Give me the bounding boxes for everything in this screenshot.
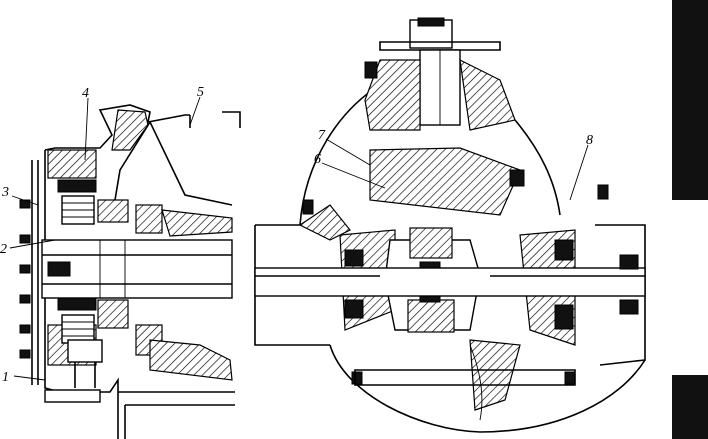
callout-3: 3 xyxy=(1,185,9,200)
scan-edge-strip xyxy=(672,0,708,439)
callout-4: 4 xyxy=(82,86,89,101)
callout-1: 1 xyxy=(2,370,9,385)
callout-8: 8 xyxy=(586,133,593,148)
planet-gear-lower xyxy=(61,314,95,344)
half-shaft xyxy=(41,239,233,299)
callout-7: 7 xyxy=(318,128,326,143)
callout-2: 2 xyxy=(0,242,7,257)
left-hub-section-view xyxy=(19,104,241,439)
callout-5: 5 xyxy=(197,85,204,100)
cover-bolts xyxy=(19,199,31,359)
callout-leaders xyxy=(9,96,589,381)
axle-shaft xyxy=(254,267,646,297)
right-differential-section-view xyxy=(254,17,646,433)
crown-wheel xyxy=(369,147,521,216)
planet-gear-upper xyxy=(61,195,95,225)
callout-6: 6 xyxy=(314,152,321,167)
input-flange xyxy=(379,17,501,126)
